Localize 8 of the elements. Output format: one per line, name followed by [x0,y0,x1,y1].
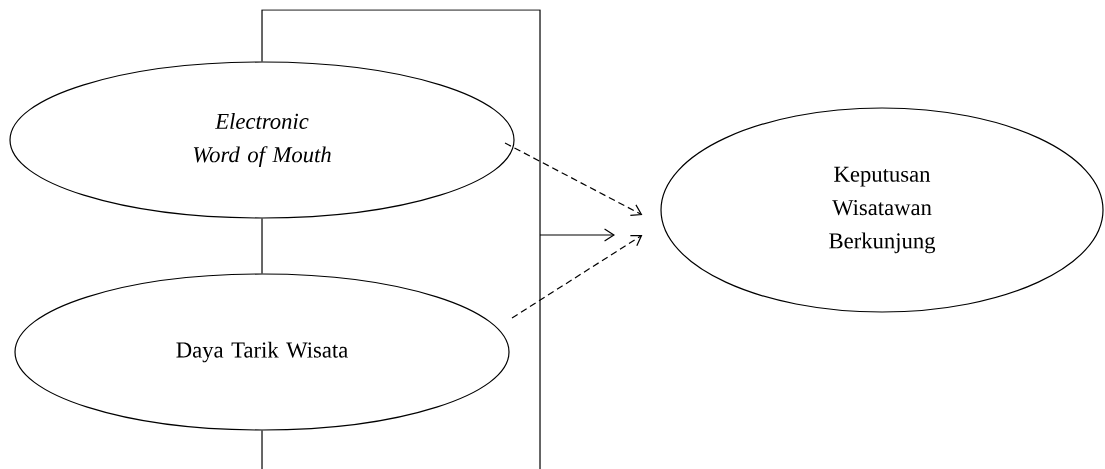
connector-line [261,430,263,469]
connector-line [261,218,263,274]
ellipse-node: Electronic Word of Mouth [9,61,515,219]
ellipse-node: Daya Tarik Wisata [14,273,510,431]
bracket-arrow [261,9,615,469]
dashed-arrow [504,142,643,217]
ellipse-node: Keputusan Wisatawan Berkunjung [660,107,1104,313]
dashed-arrow [511,234,643,319]
